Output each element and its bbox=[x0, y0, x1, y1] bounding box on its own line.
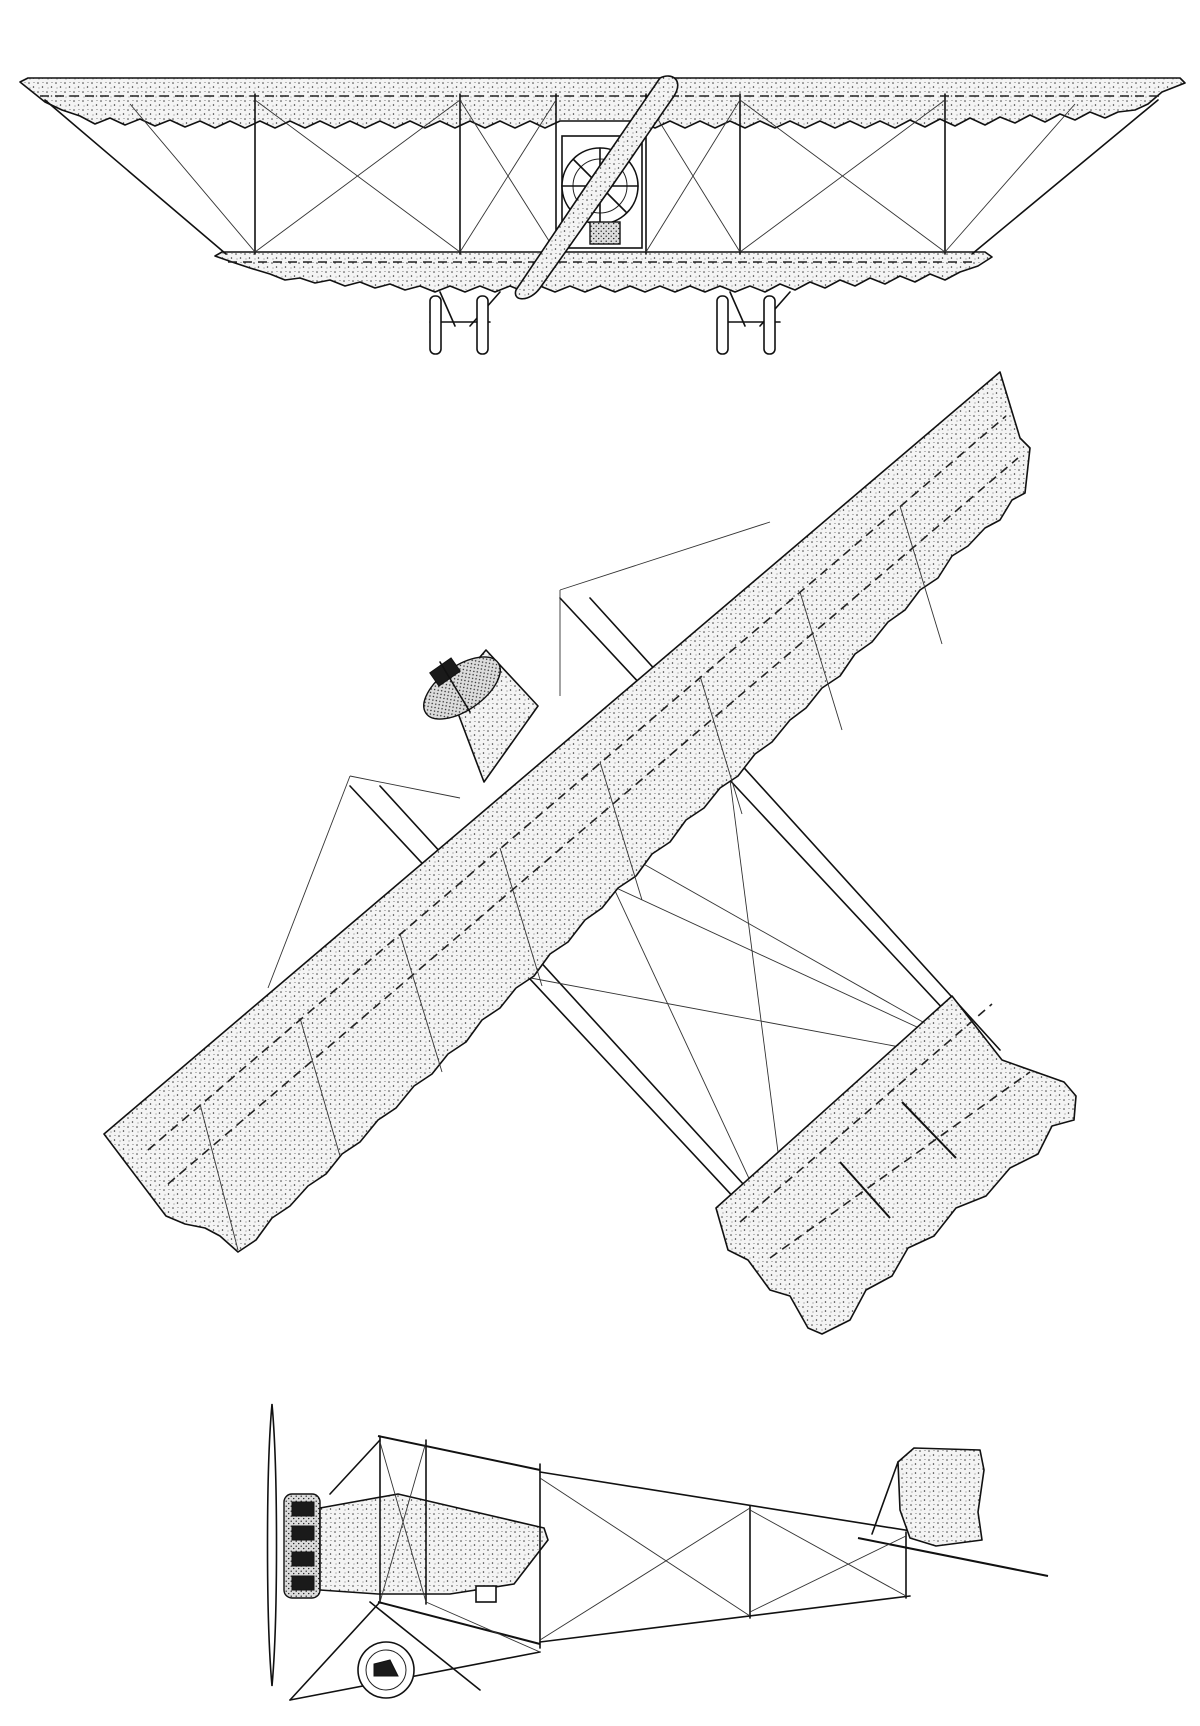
side-tail-fin bbox=[897, 1447, 985, 1547]
front-propeller bbox=[514, 75, 679, 300]
side-upper-wing-edge bbox=[377, 1435, 541, 1471]
front-lower-wing bbox=[214, 251, 993, 293]
side-engine bbox=[283, 1493, 321, 1599]
side-frame bbox=[289, 1435, 931, 1701]
side-bracing-wires bbox=[379, 1441, 907, 1653]
top-wing-spars bbox=[147, 415, 1019, 1185]
side-fin-post bbox=[871, 1461, 899, 1535]
top-tailplane-spars bbox=[739, 1003, 1031, 1259]
top-main-wing bbox=[103, 371, 1031, 1253]
front-view bbox=[19, 75, 1186, 355]
front-upper-wing bbox=[19, 77, 1186, 129]
front-bracing-wires bbox=[129, 99, 1076, 253]
side-nacelle bbox=[319, 1493, 549, 1595]
top-view bbox=[103, 371, 1077, 1335]
side-lower-wing-edge bbox=[377, 1601, 541, 1645]
front-landing-gear bbox=[429, 291, 791, 355]
side-step bbox=[475, 1585, 497, 1603]
top-rudders bbox=[839, 1101, 957, 1219]
side-landing-wheel bbox=[357, 1641, 415, 1699]
side-view bbox=[266, 1403, 1049, 1701]
top-tailplane bbox=[715, 995, 1077, 1335]
top-wing-ribs bbox=[199, 505, 943, 1251]
top-engine bbox=[423, 649, 539, 783]
front-interplane-struts bbox=[44, 93, 1159, 255]
side-propeller bbox=[266, 1403, 278, 1687]
